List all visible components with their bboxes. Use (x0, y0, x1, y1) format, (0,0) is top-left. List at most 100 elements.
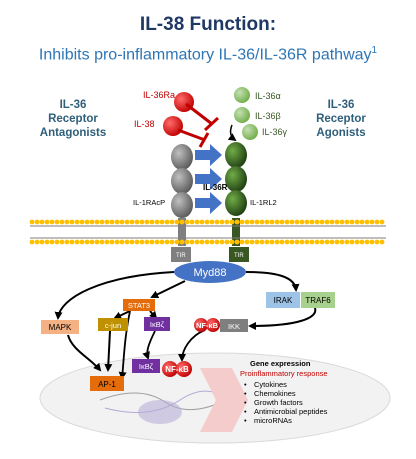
membrane-outer-head (364, 219, 370, 225)
il36a-ball (234, 87, 250, 103)
il1rl2-domain-1 (225, 142, 247, 168)
slide-subtitle: Inhibits pro-inflammatory IL-36/IL-36R p… (0, 45, 416, 64)
membrane-inner-head (244, 239, 250, 245)
mapk-to-ap1-arrow (67, 334, 102, 372)
membrane-outer-head (199, 219, 205, 225)
membrane-inner-head (319, 239, 325, 245)
ikbz-to-nucleus-arrow (142, 330, 156, 360)
membrane-outer-head (139, 219, 145, 225)
membrane-inner-head (99, 239, 105, 245)
ap1-label: AP-1 (98, 380, 116, 389)
subtitle-text: Inhibits pro-inflammatory IL-36/IL-36R p… (38, 46, 372, 64)
membrane-outer-head (229, 219, 235, 225)
membrane-inner-head (329, 239, 335, 245)
nuclear-nfkb-label: NF-κB (165, 365, 189, 374)
membrane-inner-head (49, 239, 55, 245)
mapk-box (41, 320, 79, 334)
membrane-outer-head (34, 219, 40, 225)
membrane-inner-head (204, 239, 210, 245)
membrane-inner-head (104, 239, 110, 245)
membrane-inner-head (199, 239, 205, 245)
il1racp-label: IL-1RAcP (133, 198, 165, 207)
membrane-inner-head (69, 239, 75, 245)
il1racp-domain-2 (171, 168, 193, 194)
signal-arrow-3 (195, 192, 222, 214)
membrane-inner-head (264, 239, 270, 245)
il36a-label: IL-36α (255, 91, 281, 101)
membrane-outer-head (234, 219, 240, 225)
membrane-outer-head (84, 219, 90, 225)
membrane-outer-head (124, 219, 130, 225)
membrane-outer-head (179, 219, 185, 225)
membrane-outer-head (59, 219, 65, 225)
membrane-outer-head (354, 219, 360, 225)
membrane-inner-head (239, 239, 245, 245)
membrane-outer-head (264, 219, 270, 225)
membrane-inner-head (344, 239, 350, 245)
membrane-inner-head (54, 239, 60, 245)
membrane-inner-head (279, 239, 285, 245)
gene-expression-panel: Gene expression Proinflammatory response… (240, 359, 328, 425)
membrane-outer-head (194, 219, 200, 225)
membrane-outer-head (144, 219, 150, 225)
membrane-outer-head (189, 219, 195, 225)
membrane-outer-head (159, 219, 165, 225)
traf6-label: TRAF6 (305, 296, 331, 305)
il36b-label: IL-36β (255, 111, 281, 121)
il38-label: IL-38 (134, 119, 155, 129)
membrane-inner-head (219, 239, 225, 245)
myd88-label: Myd88 (193, 267, 226, 279)
membrane-outer-head (239, 219, 245, 225)
membrane-outer-head (249, 219, 255, 225)
ap1-box (90, 376, 124, 391)
agonists-heading-line-3: Agonists (316, 127, 366, 139)
membrane-outer-head (154, 219, 160, 225)
membrane-inner-head (359, 239, 365, 245)
il36g-label: IL-36γ (262, 127, 288, 137)
membrane-outer-head (209, 219, 215, 225)
antagonists-heading-line-3: Antagonists (39, 127, 107, 139)
membrane-outer-head (164, 219, 170, 225)
traf6-to-ikk-arrow (248, 307, 317, 330)
membrane-outer-head (49, 219, 55, 225)
membrane-outer-head (329, 219, 335, 225)
membrane-outer-head (369, 219, 375, 225)
nfkb-ball-2 (206, 318, 220, 332)
membrane-inner-head (249, 239, 255, 245)
membrane-inner-head (334, 239, 340, 245)
il38-inhibition-bar (198, 132, 210, 148)
membrane-outer-head (359, 219, 365, 225)
membrane-inner-head (114, 239, 120, 245)
membrane-outer-head (294, 219, 300, 225)
il36r-label: IL-36R (203, 183, 228, 192)
membrane-inner-head (364, 239, 370, 245)
slide-title: IL-38 Function: (139, 14, 277, 35)
il36b-ball (234, 107, 250, 123)
tir-right-label: TIR (234, 253, 244, 259)
membrane-inner-head (184, 239, 190, 245)
membrane-inner-head (39, 239, 45, 245)
ikbz-box (144, 317, 170, 331)
membrane-outer-head (219, 219, 225, 225)
membrane-outer-head (149, 219, 155, 225)
membrane-outer-head (349, 219, 355, 225)
membrane-inner-head (209, 239, 215, 245)
membrane-outer-head (44, 219, 50, 225)
il1rl2-label: IL-1RL2 (250, 198, 277, 207)
membrane-outer-head (289, 219, 295, 225)
stat3-label: STAT3 (128, 301, 150, 310)
myd88-to-stat3-arrow (150, 280, 186, 298)
membrane-outer-head (69, 219, 75, 225)
antagonist-ligands: IL-36Ra IL-38 (134, 90, 220, 148)
membrane-outer-head (169, 219, 175, 225)
tir-domain-right (229, 247, 249, 262)
membrane-inner-head (94, 239, 100, 245)
membrane-outer-head (374, 219, 380, 225)
gene-expression-list: •Cytokines•Chemokines•Growth factors•Ant… (244, 380, 328, 425)
nuclear-nfkb-ball-1 (162, 361, 178, 377)
membrane-inner-head (229, 239, 235, 245)
tir-domain-left (171, 247, 191, 262)
membrane-inner-head (254, 239, 260, 245)
il1racp-transmembrane (178, 218, 186, 246)
tir-domains: TIR TIR (171, 247, 249, 262)
